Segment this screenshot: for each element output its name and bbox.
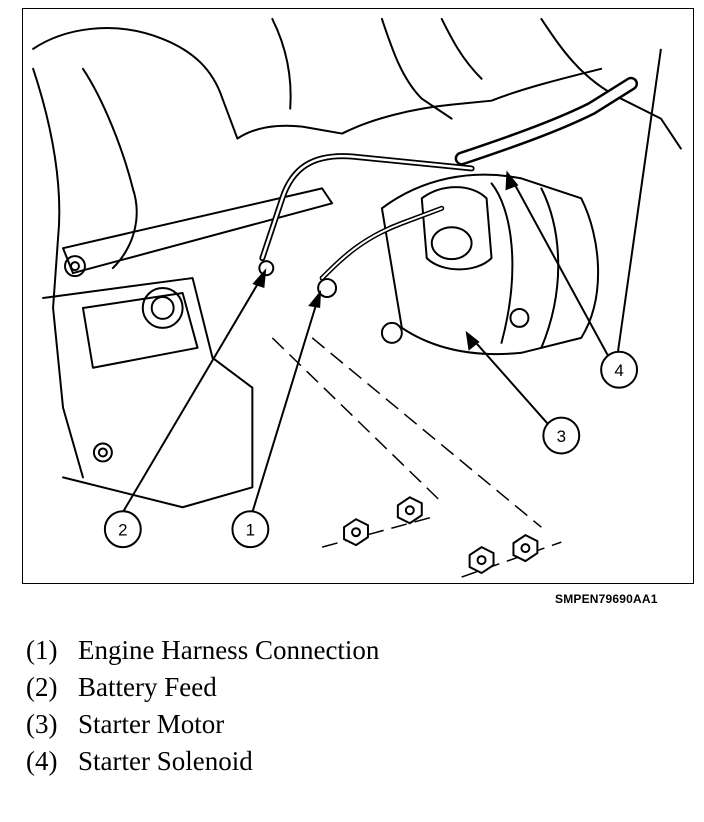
block-shape	[81, 292, 199, 369]
terminal-shape	[258, 260, 275, 277]
legend-number: (3)	[26, 709, 58, 739]
legend-label: Starter Motor	[78, 709, 225, 739]
terminal-shape	[317, 278, 338, 298]
callout-label-2: 2	[118, 521, 127, 540]
harness-conduit-shape	[457, 79, 636, 163]
bolt-shape	[97, 447, 108, 458]
dashed-line	[311, 337, 542, 528]
callout-label-1: 1	[246, 521, 255, 540]
engine-block-shape	[81, 67, 138, 270]
legend-item: (3) Starter Motor	[26, 706, 379, 743]
starter-solenoid-shape	[420, 186, 493, 271]
bolt-shape	[64, 255, 86, 278]
leader-line-4	[510, 177, 611, 359]
callout-circle-1	[231, 510, 270, 549]
leader-line-2	[121, 275, 264, 513]
callout-circle-4	[600, 350, 639, 389]
starter-motor-shape	[540, 187, 560, 349]
legend-number: (2)	[26, 672, 58, 702]
legend-label: Starter Solenoid	[78, 746, 253, 776]
callout-label-4: 4	[614, 361, 623, 380]
starter-motor-shape	[380, 173, 600, 356]
figure-code: SMPEN79690AA1	[555, 592, 658, 606]
bolt-shape	[150, 296, 175, 320]
dashed-line	[271, 337, 443, 503]
legend-list: (1) Engine Harness Connection (2) Battery …	[26, 632, 379, 780]
callout-circle-3	[542, 416, 581, 455]
nut-shape	[404, 505, 415, 516]
legend-item: (1) Engine Harness Connection	[26, 632, 379, 669]
block-shape	[42, 277, 254, 509]
starter-solenoid-shape	[430, 226, 473, 261]
engine-block-shape	[540, 17, 682, 150]
nut-shape	[476, 555, 487, 566]
bolt-shape	[70, 261, 80, 272]
engine-block-shape	[32, 27, 603, 140]
legend-label: Engine Harness Connection	[78, 635, 380, 665]
bolt-shape	[141, 287, 184, 329]
engine-block-shape	[271, 17, 292, 110]
harness-cable-shape	[321, 207, 443, 280]
dashed-line	[321, 516, 432, 548]
engine-starter-illustration: 2 1 3 4	[32, 17, 682, 578]
engine-block-shape	[32, 67, 84, 479]
leader-line-1	[251, 297, 320, 513]
arrowhead	[308, 290, 322, 308]
dashed-line	[461, 541, 562, 578]
bolt-shape	[509, 307, 530, 328]
nut-shape	[351, 527, 361, 538]
bolt-shape	[92, 442, 113, 463]
nut-shape	[520, 543, 531, 554]
leader-line-3	[470, 337, 551, 427]
legend-item: (4) Starter Solenoid	[26, 743, 379, 780]
leader-line-4	[616, 48, 662, 358]
arrowhead	[505, 170, 519, 191]
arrowhead	[465, 330, 480, 351]
callout-label-3: 3	[557, 427, 566, 446]
starter-motor-shape	[490, 182, 514, 344]
battery-cable-shape	[261, 154, 473, 260]
legend-item: (2) Battery Feed	[26, 669, 379, 706]
diagram-figure: 2 1 3 4	[22, 8, 694, 584]
arrowhead	[252, 268, 267, 289]
rail-shape	[62, 187, 334, 275]
callout-circle-2	[103, 510, 142, 549]
legend-number: (1)	[26, 635, 58, 665]
legend-number: (4)	[26, 746, 58, 776]
bolt-shape	[380, 321, 403, 344]
engine-block-shape	[440, 17, 483, 80]
engine-block-shape	[380, 17, 453, 120]
legend-label: Battery Feed	[78, 672, 217, 702]
